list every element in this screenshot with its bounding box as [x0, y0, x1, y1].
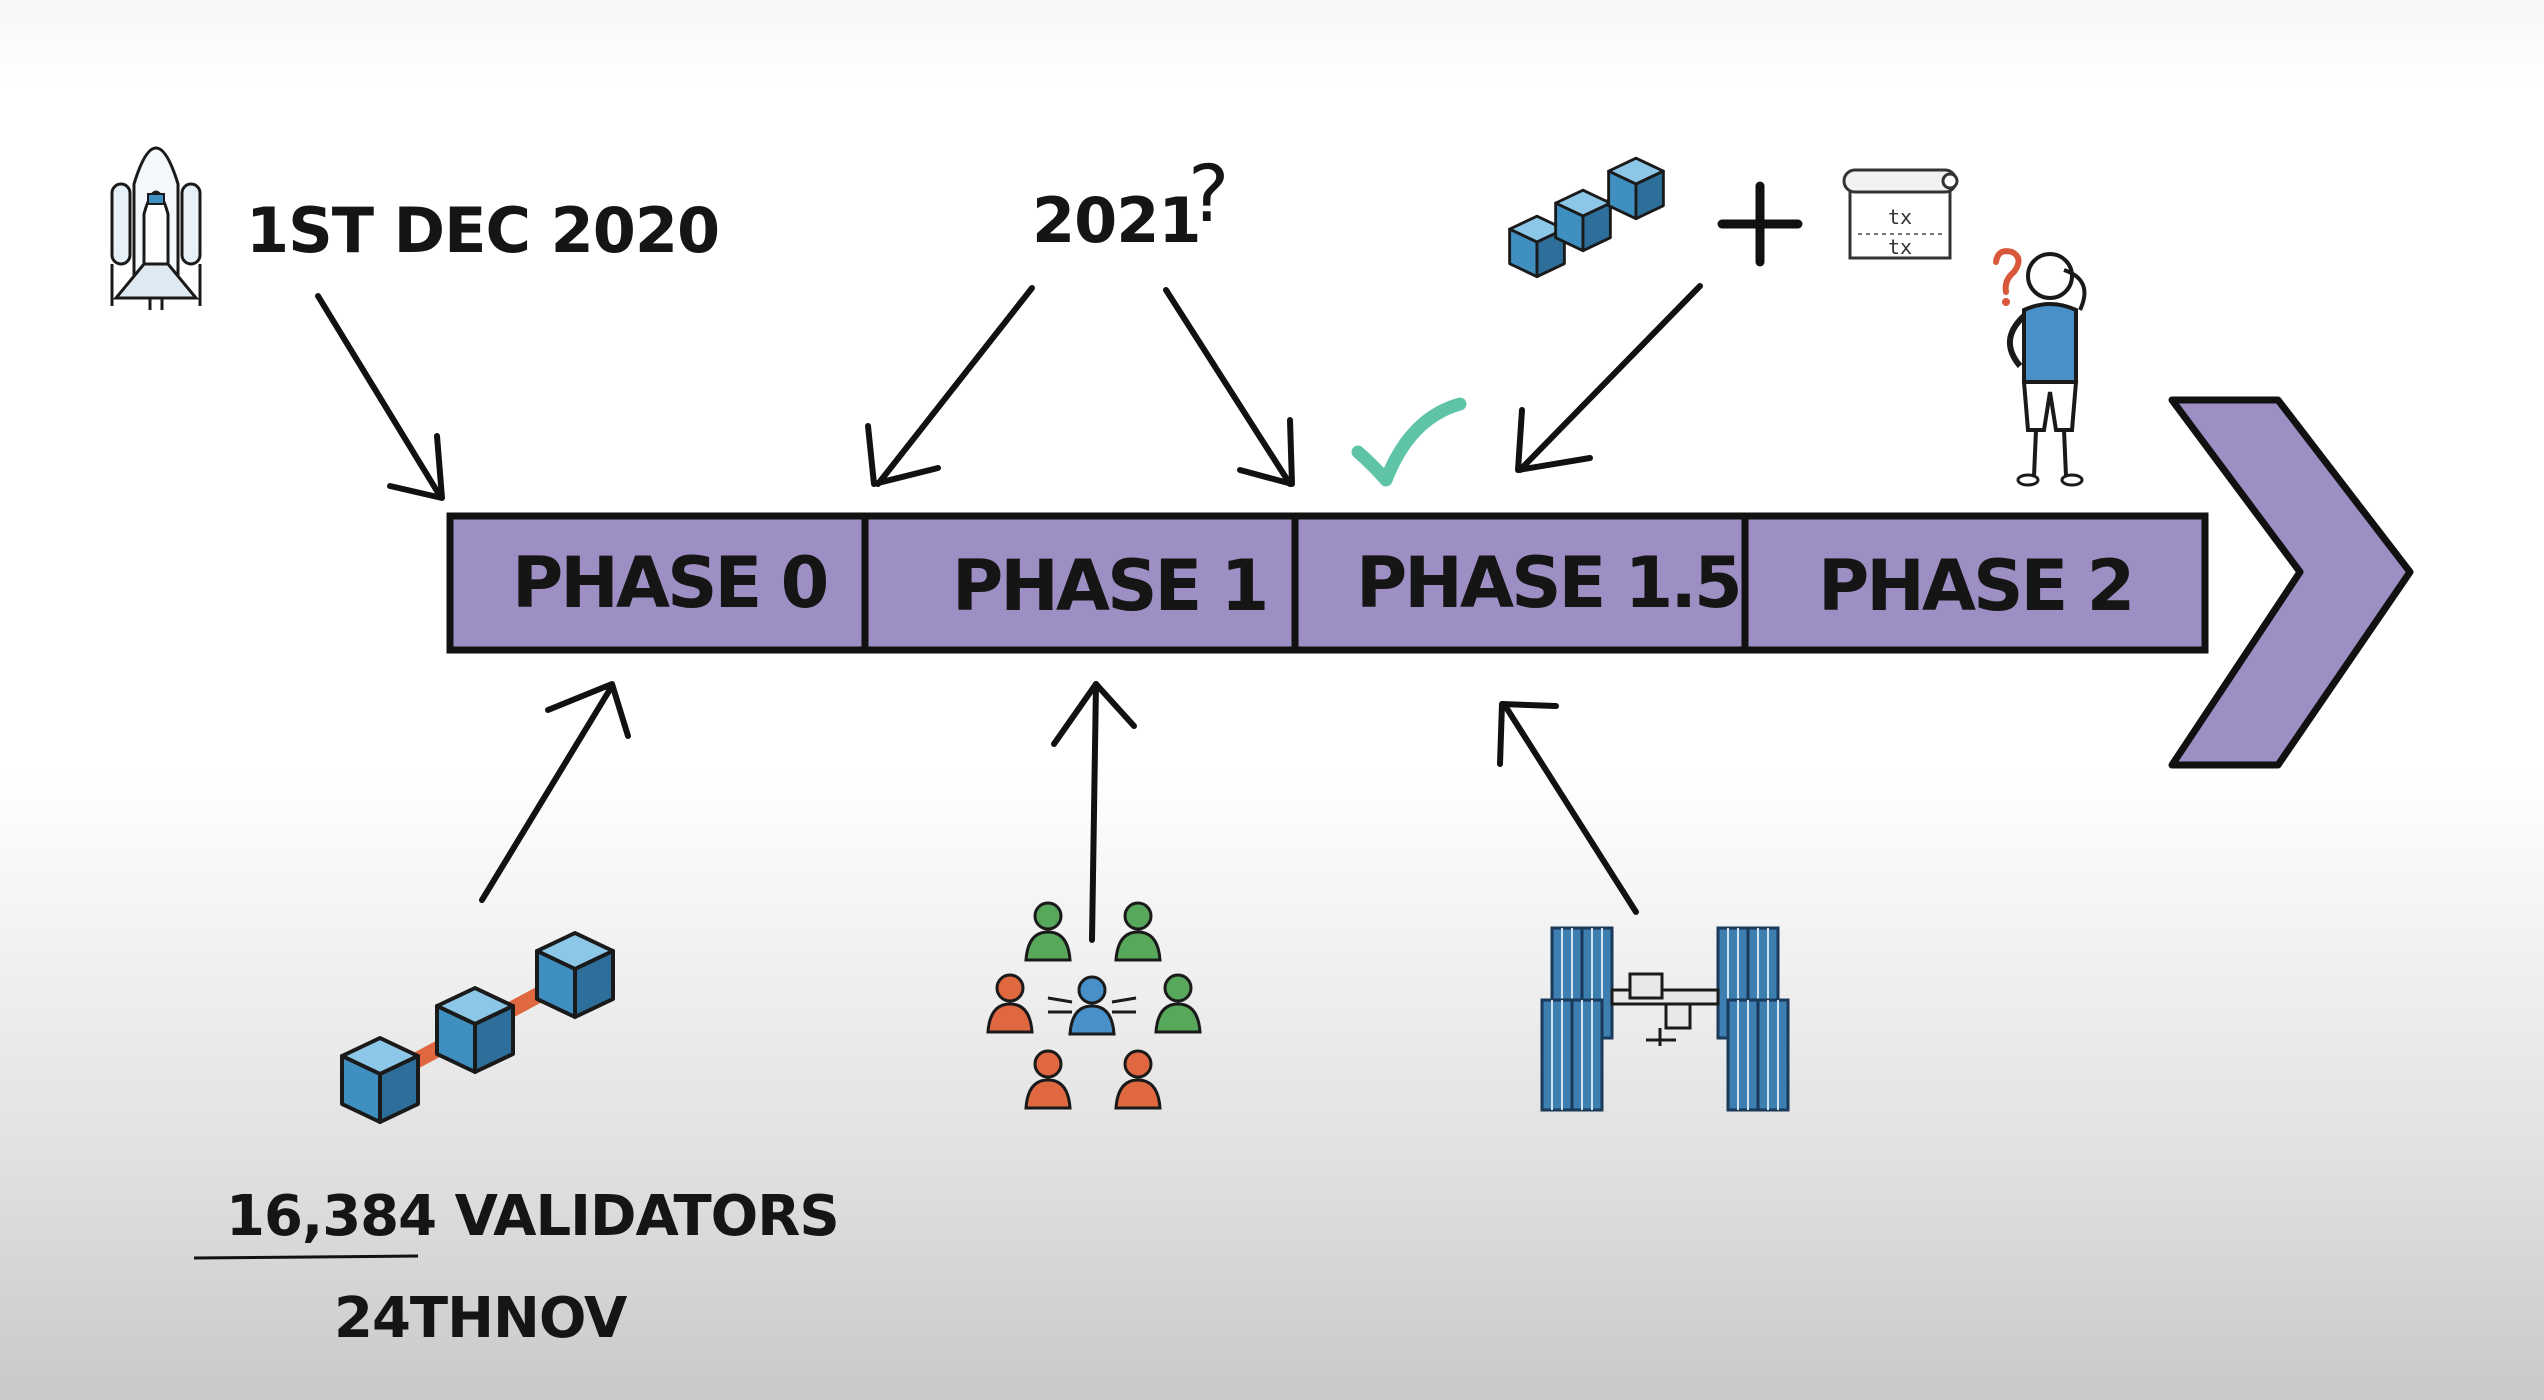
deposit-date-label: 24THNOV [334, 1286, 627, 1351]
space-shuttle-icon [110, 146, 202, 310]
top-arrows [315, 283, 1703, 501]
phase-label-1-5: PHASE 1.5 [1356, 542, 1743, 624]
launch-date-label: 1ST DEC 2020 [246, 194, 720, 267]
blockchain-icon [340, 931, 615, 1124]
year-label: 2021 [1032, 184, 1202, 257]
phase-2-segment [1741, 512, 2209, 654]
transaction-scroll-icon: tx tx [1842, 168, 1959, 260]
checkmark-icon [1351, 397, 1467, 487]
phase-1-segment [861, 512, 1299, 654]
timeline-bar [446, 512, 2209, 654]
space-station-icon [1540, 926, 1790, 1112]
phase-0-segment [446, 512, 869, 654]
community-network-icon [986, 901, 1202, 1110]
validators-underline [193, 1254, 419, 1260]
confused-person-icon [2007, 252, 2087, 487]
blockchain-icon-top [1508, 156, 1665, 279]
year-question-mark: ? [1188, 150, 1229, 240]
phase-label-0: PHASE 0 [512, 542, 829, 624]
phase-1-5-segment [1291, 512, 1749, 654]
phase-label-2: PHASE 2 [1818, 545, 2135, 627]
question-mark-dot [2002, 298, 2010, 306]
validators-label: 16,384 VALIDATORS [226, 1184, 840, 1249]
timeline-arrow-head [2168, 396, 2414, 769]
question-mark-icon [1993, 248, 2022, 295]
phase-label-1: PHASE 1 [952, 545, 1269, 627]
tx-label-2: tx [1888, 235, 1912, 259]
tx-label-1: tx [1888, 205, 1912, 229]
bottom-arrows [479, 681, 1639, 943]
